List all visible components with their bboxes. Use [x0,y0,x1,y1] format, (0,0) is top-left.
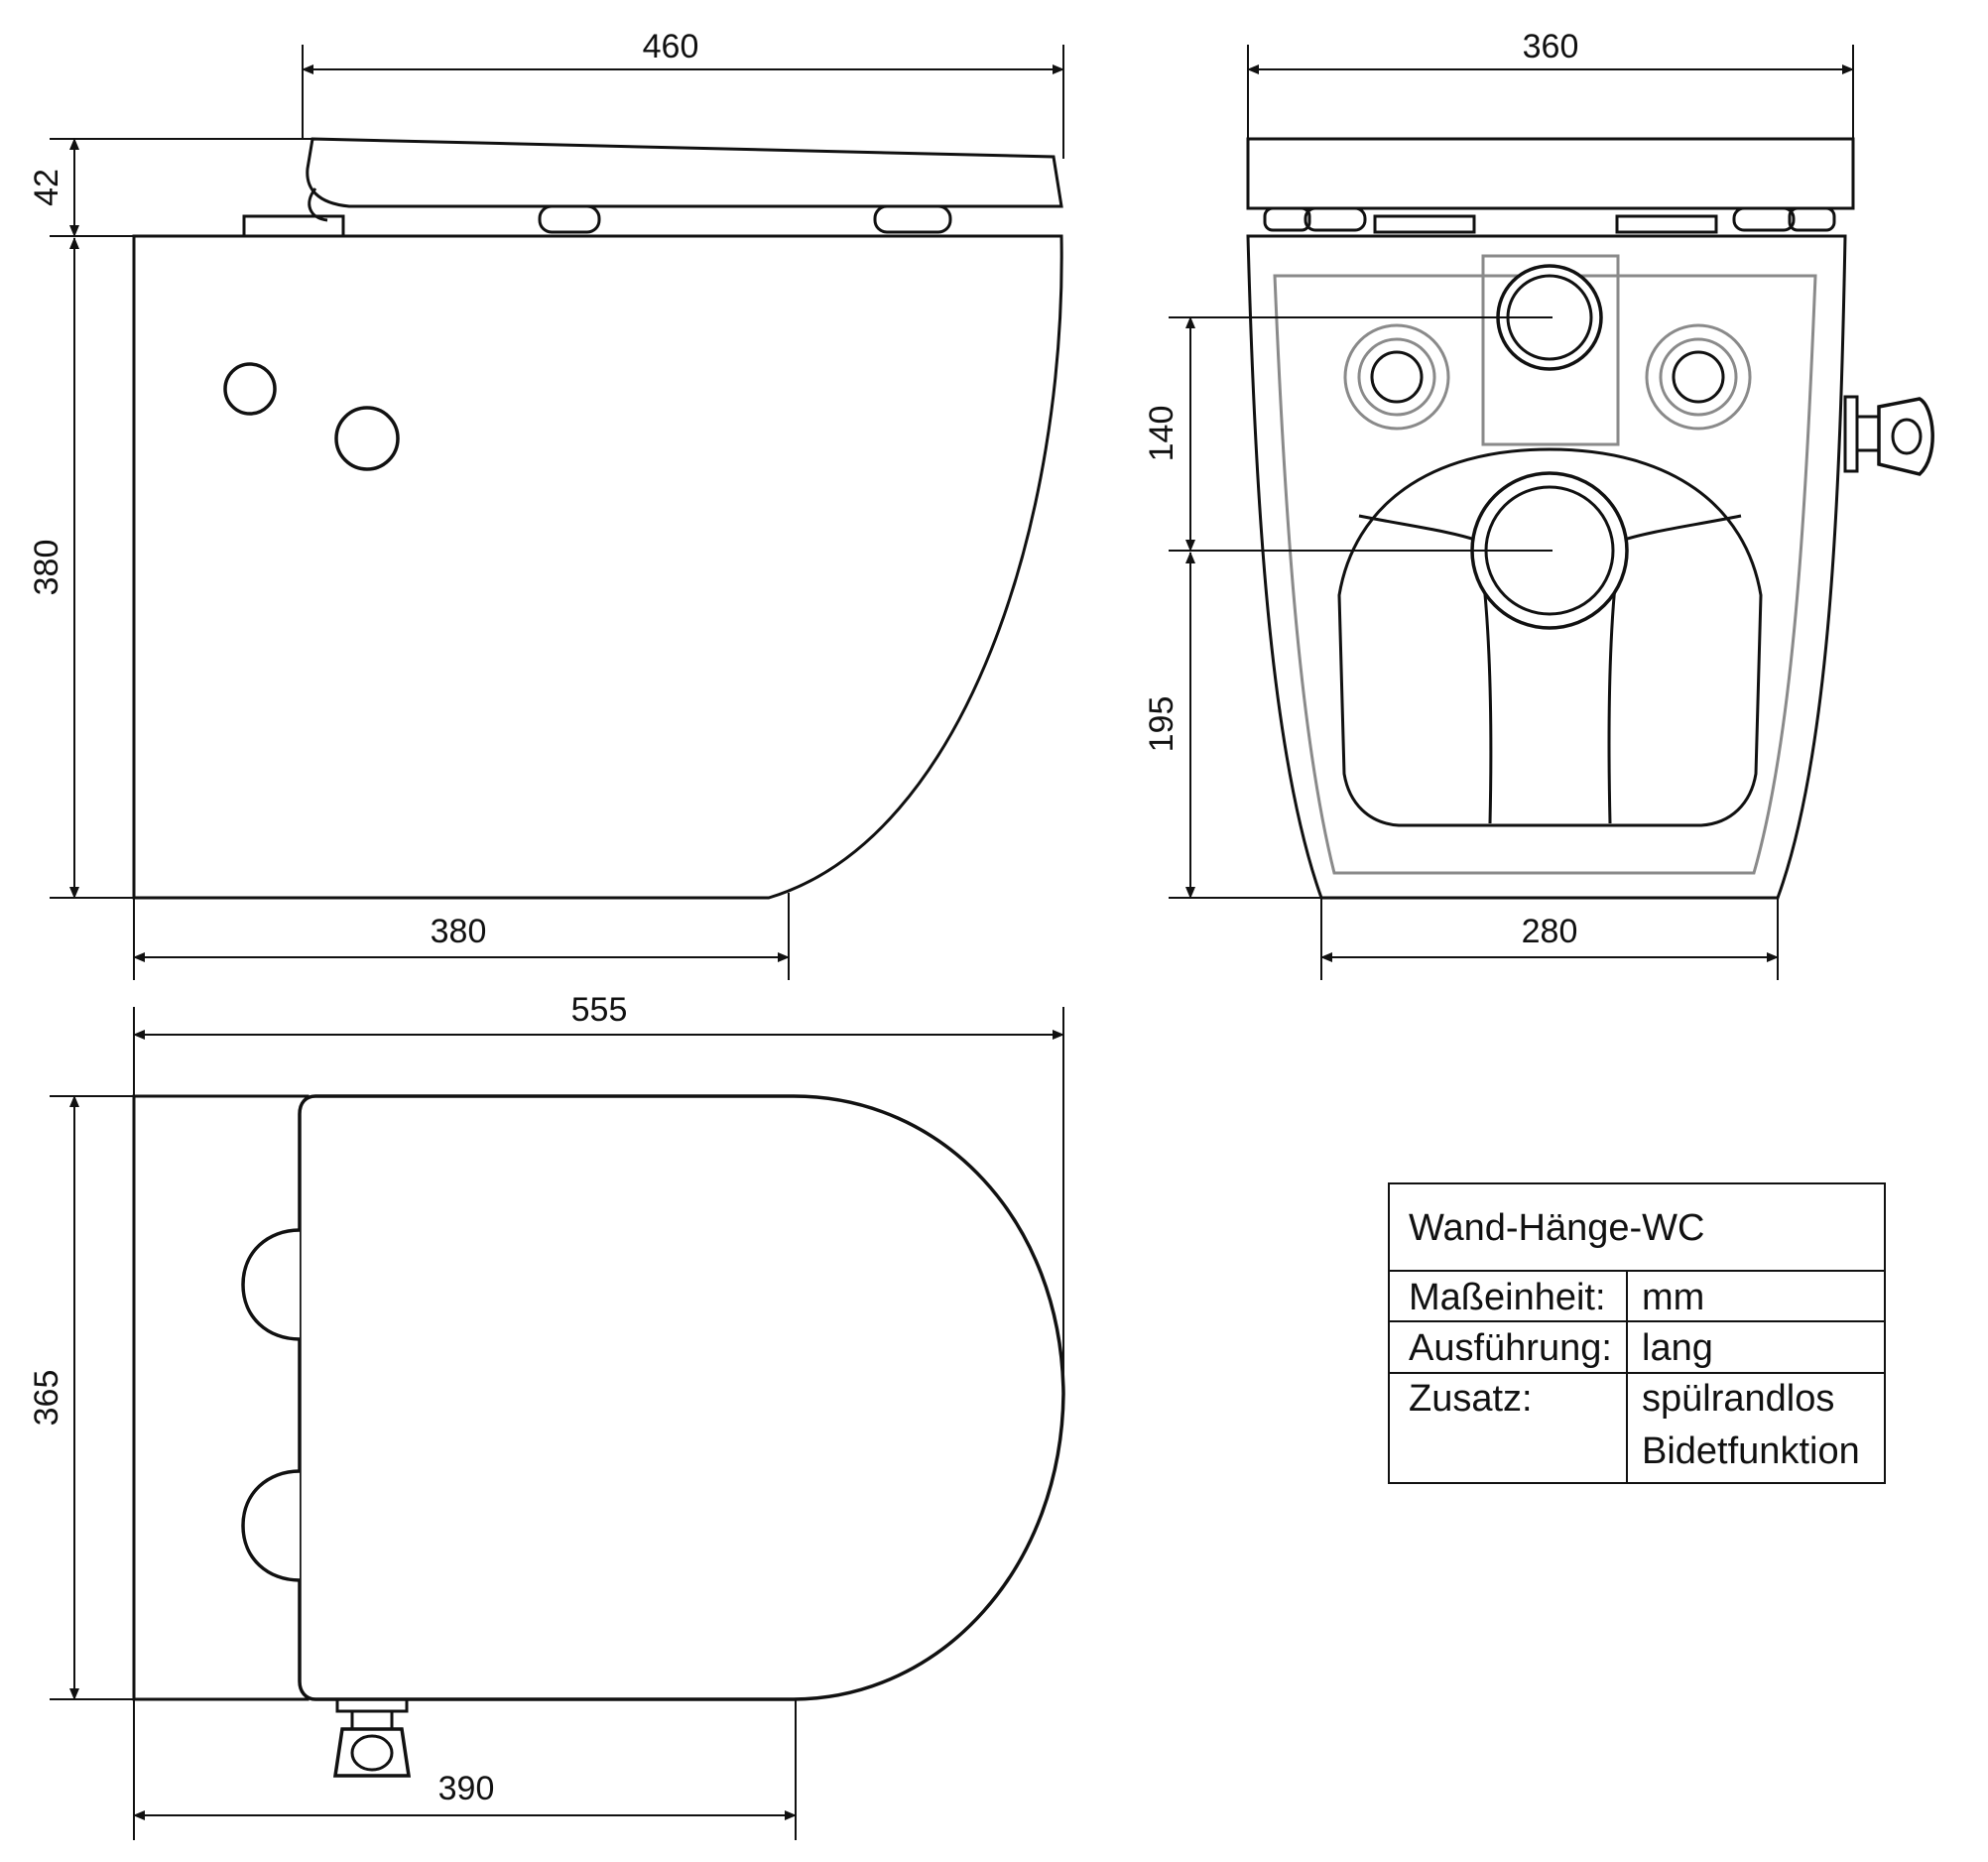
dim-label-width-bottom: 280 [1522,913,1578,950]
title-block-frame [1388,1182,1886,1484]
top-valve-hole [350,1734,394,1772]
front-side-valve-handle [1877,397,1934,476]
side-seat-lid [306,137,1063,208]
dim-label-bottom-length: 390 [438,1770,495,1807]
front-bowl-opening [1337,447,1763,827]
side-mount-hole-lower [334,406,400,471]
top-hinge-bump-lower [241,1469,301,1582]
dim-label-upper: 140 [1143,406,1180,462]
front-seat-buffer-2 [1304,206,1367,232]
top-valve-stem [335,1697,409,1713]
top-hinge-bump-upper [241,1228,301,1341]
front-center-panel [1481,254,1620,446]
dim-label-width-top: 360 [1523,28,1579,65]
side-bowl-body [132,234,1063,900]
front-seat-buffer-3 [1732,206,1796,232]
front-water-line-left [1358,514,1493,824]
front-side-connector-right-mid [1659,337,1738,417]
title-block-label: Maßeinheit: [1409,1277,1606,1318]
dim-label-lower: 195 [1143,696,1180,753]
front-hinge-1 [1373,214,1476,234]
top-valve-handle [332,1727,412,1778]
title-block-value: Bidetfunktion [1642,1430,1860,1472]
title-block-value: lang [1642,1327,1713,1369]
title-block: Wand-Hänge-WC Maßeinheit: mm Ausführung:… [1388,1182,1886,1484]
side-seat-buffer-2 [873,204,952,234]
dim-label-width: 365 [28,1370,65,1427]
top-valve-neck [350,1709,394,1731]
front-side-valve-base [1843,395,1859,473]
front-side-connector-left-inner [1370,350,1424,404]
front-side-connector-right-outer [1645,323,1752,431]
front-view: 360 140 195 280 [1143,28,1934,980]
front-side-valve-stem [1855,415,1881,452]
top-wall-plate [132,1094,310,1701]
title-block-title: Wand-Hänge-WC [1409,1207,1704,1249]
top-seat-outline [298,1094,1065,1701]
dim-label-total-length: 555 [571,991,628,1029]
front-side-valve-hole [1891,418,1923,455]
side-view: 460 42 380 380 [28,28,1064,980]
side-hinge-block [242,214,345,238]
dim-label-length-bottom: 380 [431,913,487,950]
title-block-value: mm [1642,1277,1704,1318]
dim-label-seat-height: 42 [28,169,65,206]
front-seat-buffer-4 [1788,206,1836,232]
front-side-connector-left-outer [1343,323,1450,431]
front-seat-lid [1246,137,1855,210]
dim-label-body-height: 380 [28,540,65,596]
front-side-connector-right-inner [1672,350,1725,404]
side-mount-hole-upper [223,362,277,416]
title-block-label: Zusatz: [1409,1378,1533,1420]
title-block-value: spülrandlos [1642,1378,1834,1420]
side-seat-buffer-1 [538,204,601,234]
side-hinge-curve [308,187,328,222]
title-block-label: Ausführung: [1409,1327,1612,1369]
front-seat-buffer-1 [1263,206,1311,232]
front-water-line-right [1607,514,1742,824]
top-view: 555 365 390 [28,991,1065,1840]
front-bowl-inner [1273,274,1817,875]
front-side-connector-left-mid [1357,337,1436,417]
front-hinge-2 [1615,214,1718,234]
dim-label-length-top: 460 [643,28,699,65]
